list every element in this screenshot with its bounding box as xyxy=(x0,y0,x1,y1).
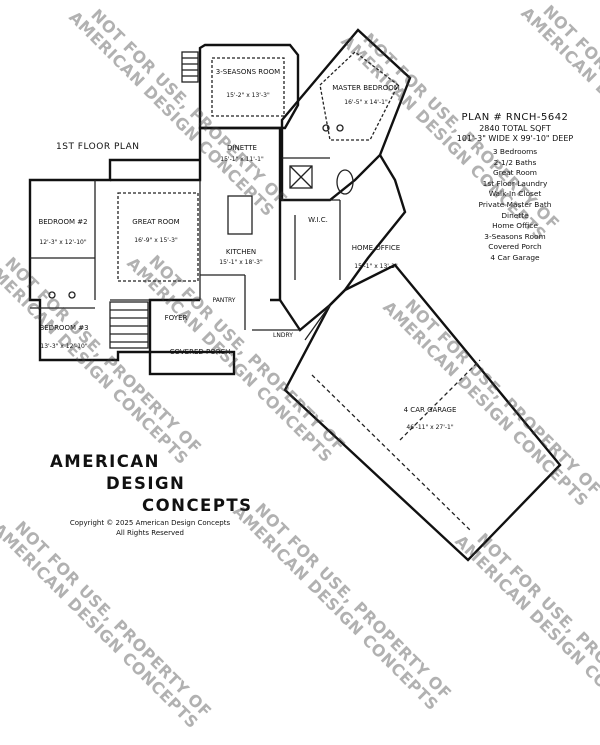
pantry-label: PANTRY xyxy=(213,297,236,304)
tub xyxy=(336,169,354,195)
shower xyxy=(289,165,313,189)
copyright-line-1: Copyright © 2025 American Design Concept… xyxy=(69,519,231,527)
feature-item: Covered Porch xyxy=(488,242,542,252)
feature-item: 4 Car Garage xyxy=(490,252,540,262)
feature-item: Home Office xyxy=(492,221,538,231)
three-seasons-label: 3-SEASONS ROOM xyxy=(216,68,280,76)
feature-item: 3-Seasons Room xyxy=(484,231,546,241)
feature-item: Dinette xyxy=(501,210,529,220)
feature-list: 3 Bedrooms 2-1/2 Baths Great Room 1st Fl… xyxy=(430,147,600,264)
foyer-label: FOYER xyxy=(165,314,188,322)
home-office-label: HOME OFFICE xyxy=(352,244,400,252)
kitchen-island xyxy=(227,195,253,235)
three-seasons-dim: 15'-2" x 13'-3" xyxy=(226,92,270,99)
kitchen-label: KITCHEN xyxy=(226,248,256,256)
master-bedroom-label: MASTER BEDROOM xyxy=(332,84,400,92)
bedroom3-dim: 13'-3" x 12'-10" xyxy=(40,343,87,350)
sink xyxy=(48,291,56,299)
shower-x xyxy=(289,165,313,189)
copyright: Copyright © 2025 American Design Concept… xyxy=(45,518,255,538)
great-room-label: GREAT ROOM xyxy=(132,218,179,226)
room-labels: 3-SEASONS ROOM 15'-2" x 13'-3" MASTER BE… xyxy=(38,68,456,431)
bedroom2-label: BEDROOM #2 xyxy=(38,218,87,226)
garage-outline xyxy=(283,263,562,562)
garage-door xyxy=(311,374,471,531)
floor-plan: 3-SEASONS ROOM 15'-2" x 13'-3" MASTER BE… xyxy=(28,28,562,562)
sink xyxy=(322,124,330,132)
floor-label: 1ST FLOOR PLAN xyxy=(56,142,140,152)
garage-dim: 46'-11" x 27'-1" xyxy=(406,424,453,431)
bedroom3-label: BEDROOM #3 xyxy=(39,324,88,332)
three-seasons-ceiling xyxy=(211,57,285,117)
exterior-wall-core xyxy=(110,126,282,302)
feature-item: 2-1/2 Baths xyxy=(493,157,537,167)
exterior-wall-service xyxy=(279,154,407,332)
feature-item: 3 Bedrooms xyxy=(492,147,538,156)
copyright-line-2: All Rights Reserved xyxy=(116,529,184,537)
bedroom2-dim: 12'-3" x 12'-10" xyxy=(39,239,86,246)
plan-id: PLAN # RNCH-5642 xyxy=(461,112,569,123)
plan-sqft: 2840 TOTAL SQFT xyxy=(479,124,551,133)
covered-porch-label: COVERED PORCH xyxy=(170,348,231,356)
master-bedroom-dim: 16'-5" x 14'-1" xyxy=(344,99,388,106)
interior-wall xyxy=(304,304,331,341)
brand-line-2: DESIGN xyxy=(106,474,186,493)
brand-line-1: AMERICAN xyxy=(50,452,160,471)
feature-item: 1st Floor Laundry xyxy=(482,178,548,188)
great-room-dim: 16'-9" x 15'-3" xyxy=(134,237,178,244)
brand-line-3: CONCEPTS xyxy=(142,496,253,515)
three-seasons-outline xyxy=(198,43,300,130)
floor-plan-drawing: 3-SEASONS ROOM 15'-2" x 13'-3" MASTER BE… xyxy=(28,28,562,562)
garage-label: 4 CAR GARAGE xyxy=(404,406,457,414)
sink xyxy=(336,124,344,132)
exterior-wall-west xyxy=(28,158,200,362)
feature-item: Private Master Bath xyxy=(478,199,552,209)
plan-info: PLAN # RNCH-5642 2840 TOTAL SQFT 101'-3"… xyxy=(430,112,600,264)
dinette-label: DINETTE xyxy=(227,144,257,152)
sink xyxy=(68,291,76,299)
laundry-label: LNDRY xyxy=(273,332,293,339)
great-room-ceiling xyxy=(117,192,199,282)
feature-item: Walk-In Closet xyxy=(488,189,542,199)
garage-door xyxy=(399,359,481,441)
dinette-dim: 15'-1" x 11'-1" xyxy=(220,156,264,163)
covered-porch-outline xyxy=(148,350,236,376)
feature-item: Great Room xyxy=(493,168,537,178)
deck-steps xyxy=(181,51,199,83)
wic-label: W.I.C. xyxy=(308,216,328,224)
home-office-dim: 15'-1" x 13'-1" xyxy=(354,263,398,270)
stairs xyxy=(109,301,149,349)
plan-dimensions: 101'-3" WIDE X 99'-10" DEEP xyxy=(456,134,574,143)
master-ceiling xyxy=(319,51,399,141)
kitchen-dim: 15'-1" x 18'-3" xyxy=(219,259,263,266)
